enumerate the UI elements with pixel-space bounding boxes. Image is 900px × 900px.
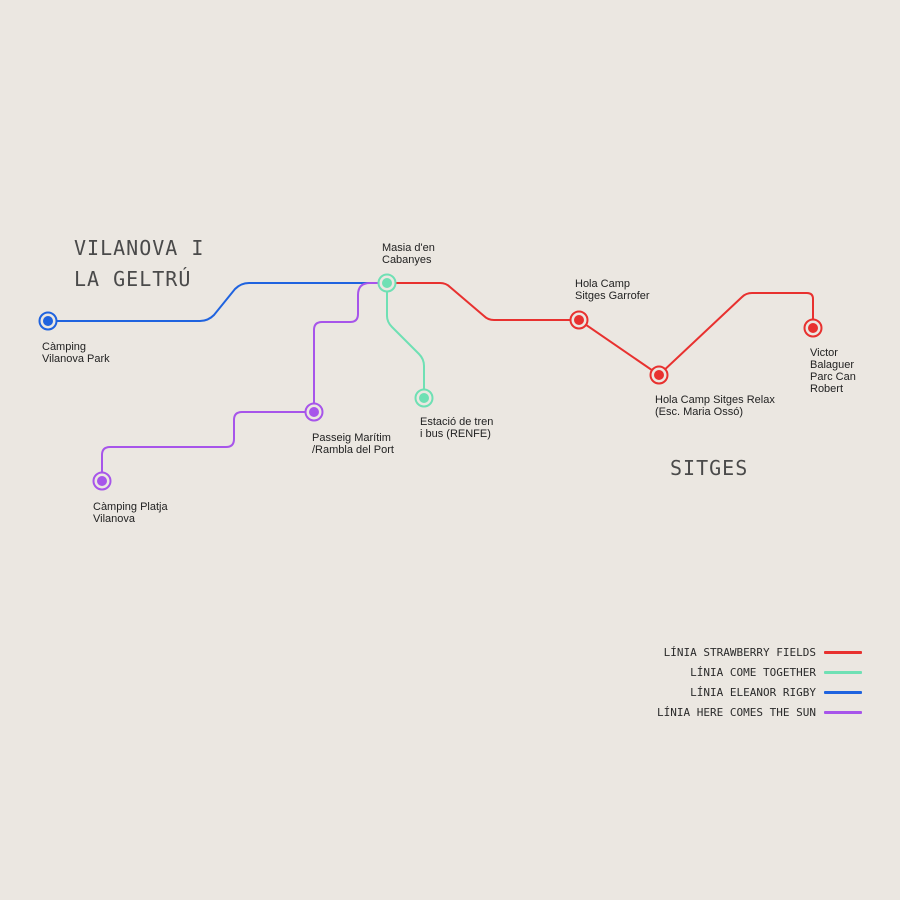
line-strawberry-fields — [387, 282, 814, 377]
legend-item-come-together: LÍNIA COME TOGETHER — [657, 662, 862, 682]
station-victor-balaguer[interactable] — [803, 318, 823, 338]
legend-swatch — [824, 710, 862, 714]
stop-label-victor-balaguer: Victor Balaguer Parc Can Robert — [810, 347, 856, 395]
legend-item-strawberry-fields: LÍNIA STRAWBERRY FIELDS — [657, 642, 862, 662]
legend: LÍNIA STRAWBERRY FIELDS LÍNIA COME TOGET… — [657, 642, 862, 722]
station-camping-platja-vilanova[interactable] — [92, 471, 112, 491]
station-hola-camp-sitges-relax[interactable] — [649, 365, 669, 385]
stop-label-hola-garrofer: Hola Camp Sitges Garrofer — [575, 278, 650, 302]
station-camping-vilanova-park[interactable] — [38, 311, 58, 331]
station-passeig-maritim[interactable] — [304, 402, 324, 422]
legend-item-here-comes-the-sun: LÍNIA HERE COMES THE SUN — [657, 702, 862, 722]
city-sitges: SITGES — [670, 456, 749, 480]
legend-swatch — [824, 670, 862, 674]
legend-item-eleanor-rigby: LÍNIA ELEANOR RIGBY — [657, 682, 862, 702]
stop-label-estacio: Estació de tren i bus (RENFE) — [420, 416, 494, 440]
line-come-together — [386, 283, 425, 398]
stop-label-camping-platja: Càmping Platja Vilanova — [93, 501, 168, 525]
legend-label: LÍNIA STRAWBERRY FIELDS — [663, 645, 816, 659]
legend-label: LÍNIA HERE COMES THE SUN — [657, 705, 816, 719]
legend-swatch — [824, 650, 862, 654]
station-masia-den-cabanyes[interactable] — [377, 273, 397, 293]
station-estacio-renfe[interactable] — [414, 388, 434, 408]
legend-label: LÍNIA ELEANOR RIGBY — [690, 685, 816, 699]
stop-label-hola-relax: Hola Camp Sitges Relax (Esc. Maria Ossó) — [655, 394, 775, 418]
legend-swatch — [824, 690, 862, 694]
city-vilanova-i-la-geltru: VILANOVA I LA GELTRÚ — [74, 236, 205, 291]
stop-label-passeig: Passeig Marítim /Rambla del Port — [312, 432, 394, 456]
stop-label-masia: Masia d'en Cabanyes — [382, 242, 435, 266]
station-hola-camp-sitges-garrofer[interactable] — [569, 310, 589, 330]
legend-label: LÍNIA COME TOGETHER — [690, 665, 816, 679]
line-eleanor-rigby — [48, 282, 387, 322]
stop-label-camping-vilanova-park: Càmping Vilanova Park — [42, 341, 110, 365]
